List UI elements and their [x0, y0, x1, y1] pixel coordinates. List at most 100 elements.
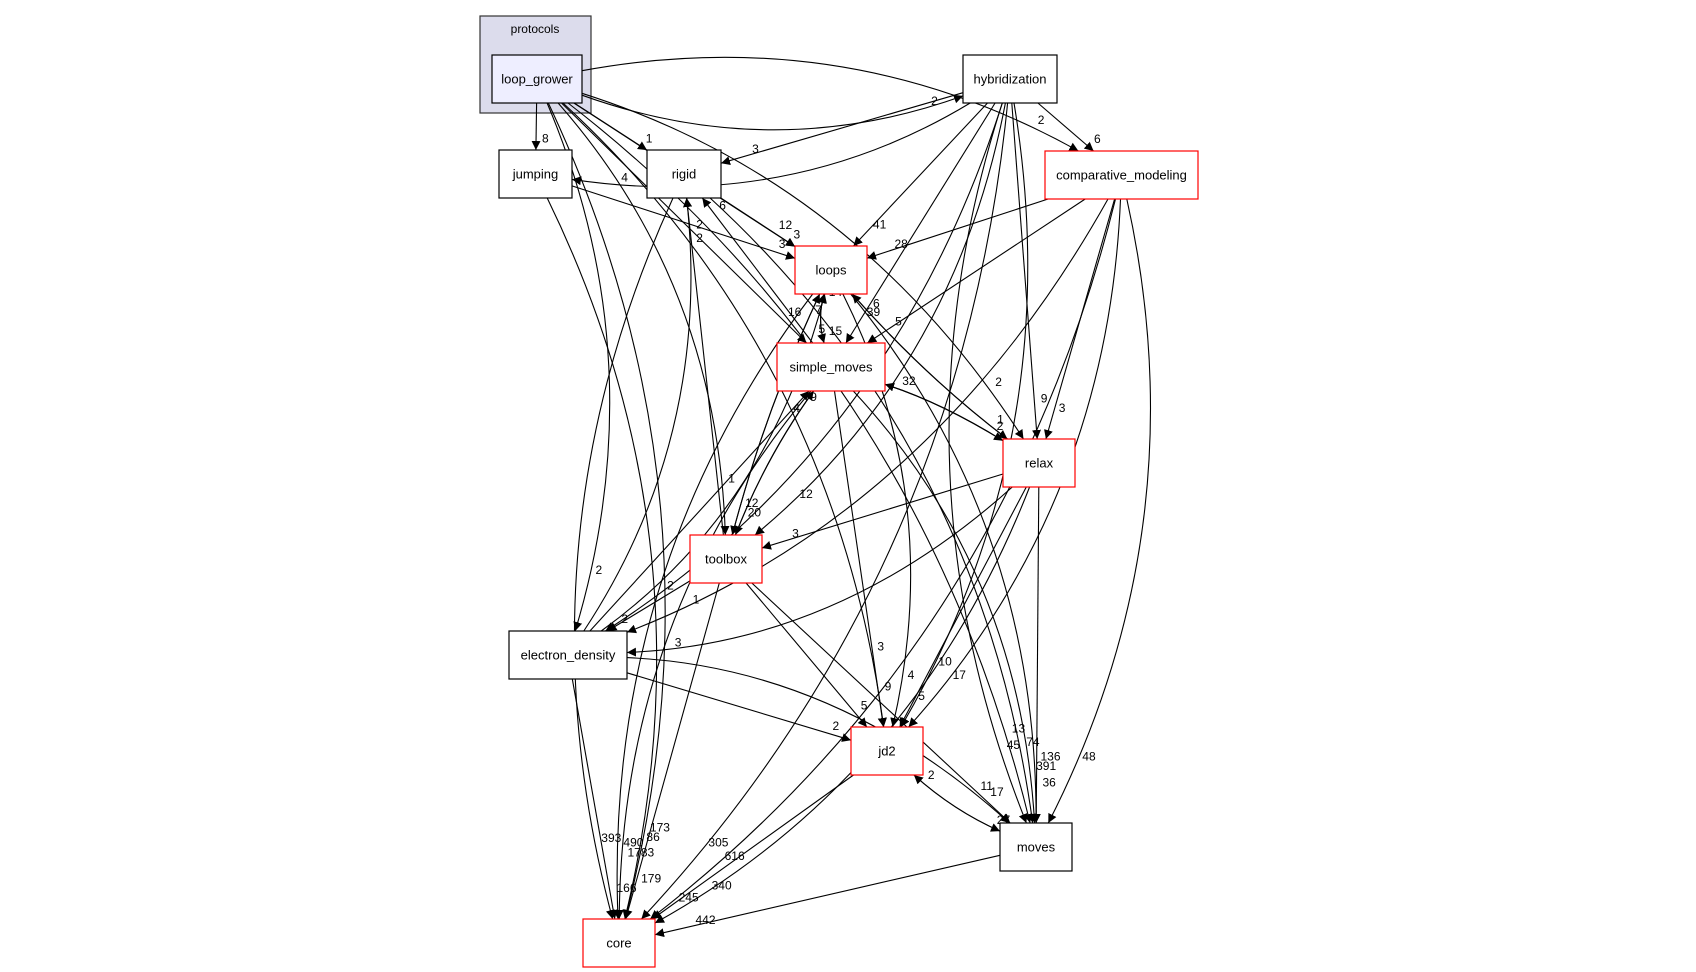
edge-rigid-to-core[interactable] — [573, 197, 674, 920]
node-label-comparative_modeling[interactable]: comparative_modeling — [1056, 168, 1187, 183]
edge-jumping-to-core[interactable] — [546, 197, 658, 920]
edge-toolbox-to-electron_density[interactable] — [607, 580, 691, 632]
edge-comparative_modeling-to-electron_density[interactable] — [626, 198, 1109, 634]
edge-hybridization-to-core[interactable] — [640, 102, 1009, 920]
edge-hybridization-to-jumping[interactable] — [571, 102, 971, 188]
edge-toolbox-to-rigid[interactable] — [683, 197, 724, 536]
edge-simple_moves-to-jd2[interactable] — [833, 390, 887, 728]
node-label-hybridization[interactable]: hybridization — [974, 72, 1047, 87]
edge-hybridization-to-moves[interactable] — [948, 102, 1028, 824]
edge-loop_grower-to-hybridization[interactable] — [581, 94, 964, 131]
edge-label-electron_density-to-simple_moves[interactable]: 4 — [793, 401, 800, 415]
edge-simple_moves-to-moves[interactable] — [852, 390, 1039, 824]
edge-label-hybridization-to-loops[interactable]: 41 — [873, 218, 887, 232]
edge-comparative_modeling-to-simple_moves[interactable] — [866, 198, 1086, 344]
edge-label-comparative_modeling-to-loops[interactable]: 28 — [895, 237, 909, 251]
edge-label-relax-to-toolbox[interactable]: 3 — [792, 527, 799, 541]
node-toolbox[interactable]: toolbox — [689, 534, 763, 584]
edge-label-hybridization-to-jd2[interactable]: 10 — [938, 655, 952, 669]
edge-label-moves-to-core[interactable]: 442 — [696, 913, 716, 927]
node-label-loops[interactable]: loops — [815, 263, 847, 278]
edge-label-loop_grower-to-relax[interactable]: 2 — [995, 375, 1002, 389]
edge-hybridization-to-toolbox[interactable] — [754, 102, 1006, 536]
edge-loop_grower-to-comparative_modeling[interactable] — [581, 56, 1079, 152]
node-label-jd2[interactable]: jd2 — [877, 744, 895, 759]
edge-label-hybridization-to-relax[interactable]: 9 — [1041, 391, 1048, 405]
edge-label-comparative_modeling-to-simple_moves[interactable]: 5 — [895, 315, 902, 329]
node-jd2[interactable]: jd2 — [850, 726, 924, 776]
edge-label-comparative_modeling-to-moves[interactable]: 48 — [1082, 749, 1096, 763]
edge-label-hybridization-to-electron_density[interactable]: 2 — [667, 579, 674, 593]
edge-label-jumping-to-loops[interactable]: 3 — [779, 237, 786, 251]
node-moves[interactable]: moves — [999, 822, 1073, 872]
edge-label-electron_density-to-core[interactable]: 166 — [617, 881, 637, 895]
node-box-electron_density[interactable] — [508, 630, 628, 680]
edge-electron_density-to-moves[interactable] — [626, 657, 1010, 824]
node-box-toolbox[interactable] — [689, 534, 763, 584]
edge-loops-to-core[interactable] — [613, 293, 814, 920]
node-box-moves[interactable] — [999, 822, 1073, 872]
edge-comparative_modeling-to-core[interactable] — [649, 198, 1117, 920]
edge-electron_density-to-simple_moves[interactable] — [589, 390, 810, 632]
edge-relax-to-moves[interactable] — [1031, 486, 1041, 824]
edge-comparative_modeling-to-loops[interactable] — [866, 198, 1049, 260]
edge-label-relax-to-simple_moves[interactable]: 32 — [902, 374, 916, 388]
edge-simple_moves-to-core[interactable] — [614, 390, 812, 920]
edge-simple_moves-to-rigid[interactable] — [701, 197, 814, 344]
node-label-jumping[interactable]: jumping — [512, 167, 559, 182]
node-label-loop_grower[interactable]: loop_grower — [501, 72, 573, 87]
edge-jumping-to-loops[interactable] — [571, 185, 796, 260]
edge-loop_grower-to-simple_moves[interactable] — [561, 102, 807, 344]
edge-label-toolbox-to-jd2[interactable]: 5 — [861, 699, 868, 713]
edge-label-hybridization-to-simple_moves[interactable]: 39 — [867, 305, 881, 319]
edge-label-simple_moves-to-moves[interactable]: 391 — [1036, 759, 1056, 773]
edge-label-simple_moves-to-toolbox[interactable]: 20 — [748, 505, 762, 519]
edge-relax-to-electron_density[interactable] — [626, 486, 1013, 657]
edge-label-loops-to-toolbox[interactable]: 12 — [745, 496, 759, 510]
edge-toolbox-to-core[interactable] — [623, 582, 720, 920]
edge-label-loops-to-jd2[interactable]: 4 — [908, 668, 915, 682]
edge-label-loop_grower-to-moves[interactable]: 13 — [1012, 721, 1026, 735]
node-label-core[interactable]: core — [606, 936, 631, 951]
edge-loops-to-moves[interactable] — [850, 293, 1041, 824]
edge-label-electron_density-to-moves[interactable]: 11 — [981, 779, 994, 793]
edge-label-jd2-to-core[interactable]: 245 — [679, 891, 699, 905]
edge-label-relax-to-electron_density[interactable]: 3 — [675, 635, 682, 649]
edge-label-toolbox-to-loops[interactable]: 7 — [815, 303, 822, 317]
edge-label-hybridization-to-toolbox[interactable]: 12 — [799, 487, 813, 501]
edge-loop_grower-to-toolbox[interactable] — [557, 102, 730, 536]
edge-toolbox-to-simple_moves[interactable] — [734, 390, 815, 536]
edge-label-electron_density-to-loops[interactable]: 5 — [819, 322, 826, 336]
edge-label-toolbox-to-simple_moves[interactable]: 9 — [810, 390, 817, 404]
edge-relax-to-loops[interactable] — [851, 293, 1008, 440]
edge-relax-to-jd2[interactable] — [899, 486, 1027, 728]
edge-relax-to-toolbox[interactable] — [761, 473, 1004, 550]
edge-label-loop_grower-to-comparative_modeling[interactable]: 2 — [1038, 113, 1045, 127]
edge-label-relax-to-moves[interactable]: 36 — [1043, 775, 1057, 789]
edge-label-toolbox-to-rigid[interactable]: 2 — [696, 218, 703, 232]
edge-label-loop_grower-to-electron_density[interactable]: 2 — [596, 563, 603, 577]
edge-label-relax-to-jd2[interactable]: 5 — [918, 689, 925, 703]
edge-hybridization-to-rigid[interactable] — [720, 92, 964, 166]
edge-hybridization-to-loops[interactable] — [853, 102, 988, 247]
edge-label-relax-to-core[interactable]: 340 — [712, 879, 732, 893]
node-label-moves[interactable]: moves — [1017, 840, 1056, 855]
edge-label-hybridization-to-jumping[interactable]: 4 — [621, 171, 628, 185]
edge-toolbox-to-jd2[interactable] — [745, 582, 868, 728]
edge-relax-to-simple_moves[interactable] — [884, 382, 1004, 442]
edge-label-toolbox-to-core[interactable]: 179 — [641, 871, 661, 885]
node-loops[interactable]: loops — [794, 245, 868, 295]
edge-label-moves-to-jd2[interactable]: 2 — [928, 768, 935, 782]
edge-label-electron_density-to-rigid[interactable]: 2 — [696, 231, 703, 245]
edge-label-comparative_modeling-to-electron_density[interactable]: 1 — [693, 593, 700, 607]
edge-hybridization-to-electron_density[interactable] — [605, 102, 1003, 632]
edge-label-simple_moves-to-relax[interactable]: 2 — [997, 419, 1004, 433]
edge-toolbox-to-moves[interactable] — [751, 582, 1011, 824]
edge-hybridization-to-relax[interactable] — [1011, 102, 1042, 440]
node-box-comparative_modeling[interactable] — [1044, 150, 1199, 200]
node-box-core[interactable] — [582, 918, 656, 968]
node-core[interactable]: core — [582, 918, 656, 968]
edge-rigid-to-moves[interactable] — [709, 197, 1036, 824]
node-jumping[interactable]: jumping — [498, 149, 573, 199]
node-label-rigid[interactable]: rigid — [672, 167, 697, 182]
